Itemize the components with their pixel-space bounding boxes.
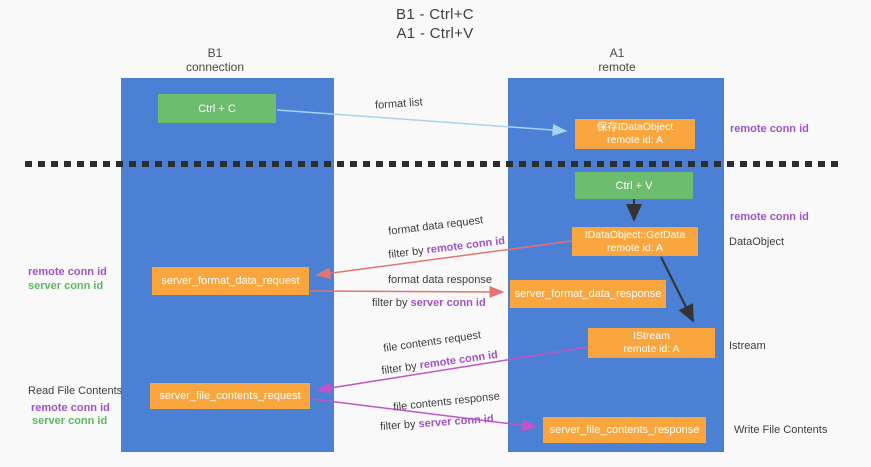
annotation-remote-conn-id-mid-left: remote conn id	[28, 266, 107, 278]
node-getdata-line1: IDataObject::GetData	[584, 228, 686, 241]
annotation-dataobject: DataObject	[729, 236, 785, 248]
annotation-istream: Istream	[729, 340, 766, 352]
file-contents-response-filter-prefix: filter by	[379, 418, 419, 433]
node-server-format-data-request-label: server_format_data_request	[161, 275, 300, 287]
lane-b1-name: B1	[207, 46, 223, 60]
format-data-request-filter: filter by remote conn id	[388, 235, 506, 261]
format-data-response-filter-key: server conn id	[410, 297, 486, 309]
file-contents-response-label: file contents response	[392, 390, 501, 414]
node-ctrl-v-label: Ctrl + V	[615, 179, 653, 192]
format-data-response-filter: filter by server conn id	[372, 297, 486, 309]
diagram-title-line2: A1 - Ctrl+V	[396, 25, 474, 42]
annotation-write-file-contents: Write File Contents	[734, 424, 828, 436]
format-data-request-label: format data request	[387, 214, 484, 238]
node-server-file-contents-response: server_file_contents_response	[543, 417, 706, 443]
format-data-response-arrow	[309, 285, 505, 298]
node-ctrl-v: Ctrl + V	[575, 172, 693, 199]
lane-header-b1: B1 connection	[155, 46, 275, 74]
node-ctrl-c: Ctrl + C	[158, 94, 276, 123]
lane-a1-name: A1	[609, 46, 625, 60]
format-data-request-filter-key: remote conn id	[425, 234, 506, 257]
annotation-remote-conn-id-mid-right: remote conn id	[730, 211, 809, 223]
file-contents-request-filter: filter by remote conn id	[381, 349, 499, 377]
lane-b1-subtitle: connection	[185, 60, 245, 74]
annotation-server-conn-id-mid-left: server conn id	[28, 280, 104, 292]
annotation-remote-conn-id-top-right: remote conn id	[730, 123, 809, 135]
node-save-dataobject: 保存IDataObject remote id: A	[575, 119, 695, 149]
node-istream: IStream remote id: A	[588, 328, 715, 358]
format-data-response-label: format data response	[388, 274, 492, 286]
annotation-read-file-contents: Read File Contents	[28, 385, 123, 397]
node-istream-line2: remote id: A	[623, 343, 680, 355]
file-contents-request-label: file contents request	[382, 329, 482, 355]
node-server-file-contents-request: server_file_contents_request	[150, 383, 310, 409]
lane-header-a1: A1 remote	[557, 46, 677, 74]
annotation-remote-conn-id-bottom-left: remote conn id	[31, 402, 110, 414]
node-ctrl-c-label: Ctrl + C	[198, 102, 236, 115]
node-istream-line1: IStream	[633, 330, 670, 342]
node-server-format-data-request: server_format_data_request	[152, 267, 309, 295]
node-getdata-line2: remote id: A	[606, 241, 664, 254]
file-contents-request-filter-key: remote conn id	[418, 348, 499, 372]
node-server-format-data-response-label: server_format_data_response	[514, 288, 662, 300]
node-getdata: IDataObject::GetData remote id: A	[572, 227, 698, 256]
format-data-response-filter-prefix: filter by	[372, 297, 411, 309]
file-contents-request-filter-prefix: filter by	[380, 359, 421, 378]
node-server-format-data-response: server_format_data_response	[510, 280, 666, 308]
format-list-label: format list	[374, 96, 424, 112]
annotation-server-conn-id-bottom-left: server conn id	[32, 415, 108, 427]
diagram-title-line1: B1 - Ctrl+C	[396, 6, 474, 23]
node-save-dataobject-line2: remote id: A	[606, 134, 664, 146]
lane-a1-subtitle: remote	[598, 60, 636, 74]
node-server-file-contents-response-label: server_file_contents_response	[549, 424, 700, 436]
file-contents-response-filter: filter by server conn id	[380, 413, 494, 433]
file-contents-response-filter-key: server conn id	[418, 413, 494, 431]
format-data-request-filter-prefix: filter by	[387, 244, 428, 262]
node-server-file-contents-request-label: server_file_contents_request	[159, 390, 301, 402]
node-save-dataobject-line1: 保存IDataObject	[596, 121, 674, 133]
